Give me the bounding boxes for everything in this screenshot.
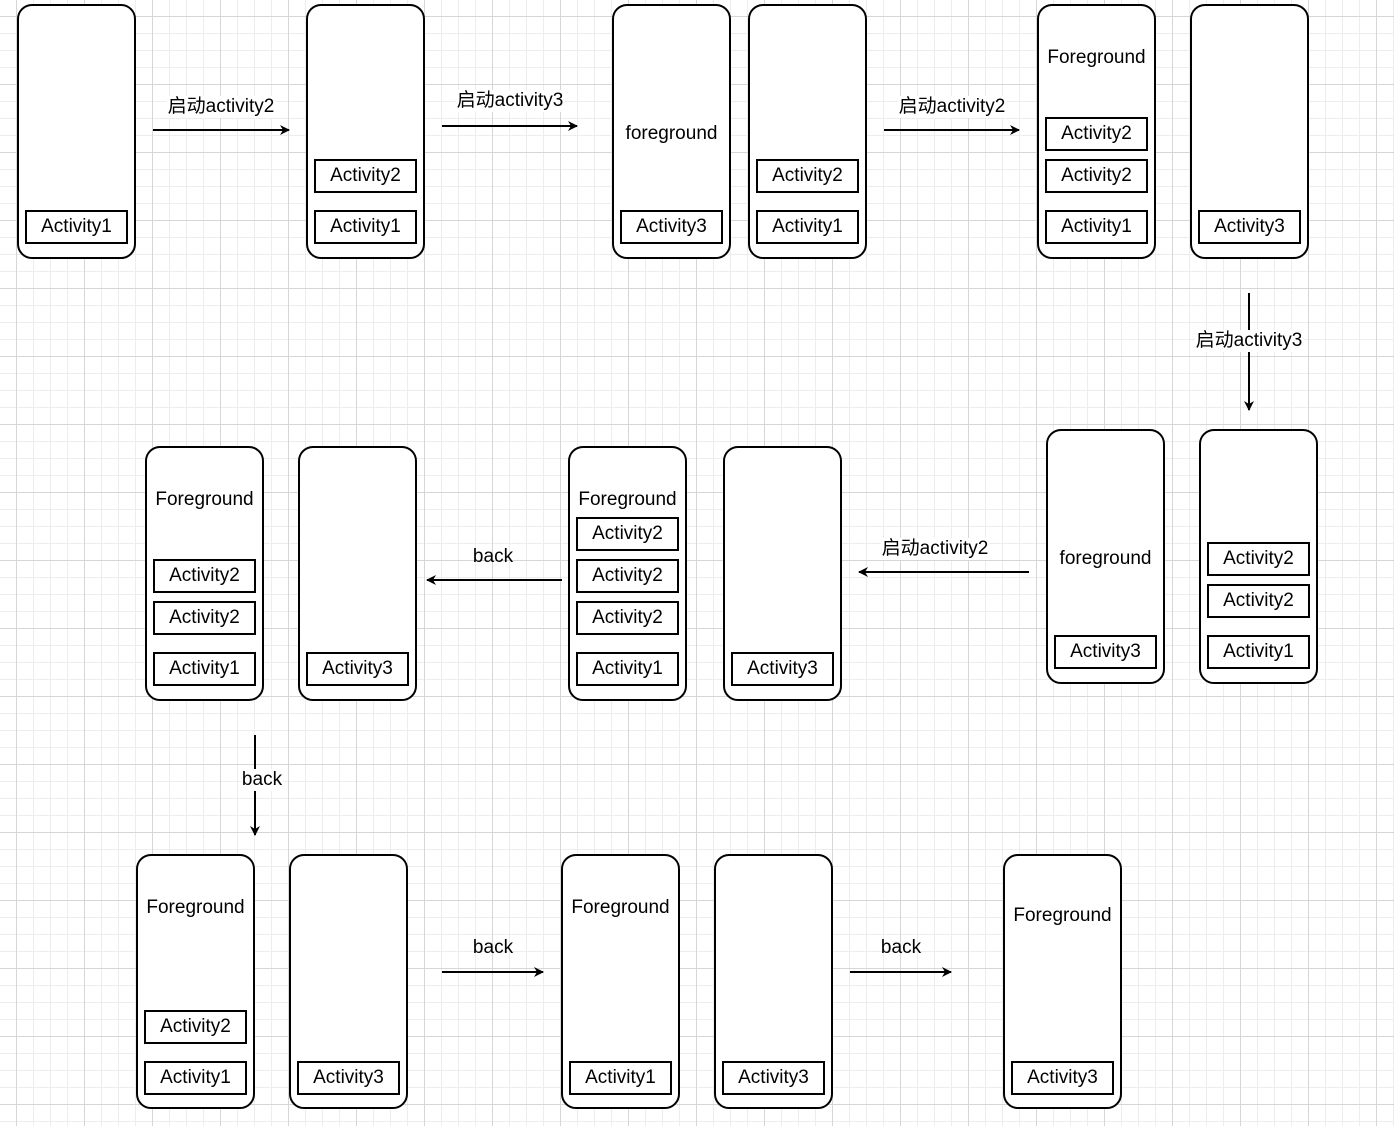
activity-box: Activity1 [569, 1061, 672, 1095]
activity-box: Activity1 [314, 210, 417, 244]
activity-box: Activity2 [1207, 584, 1310, 618]
task-stack-container: Activity3 [723, 446, 842, 701]
arrow-label: back [472, 937, 514, 958]
activity-box: Activity2 [576, 601, 679, 635]
stack-header: Foreground [1013, 905, 1112, 926]
activity-box: Activity2 [1207, 542, 1310, 576]
activity-box: Activity2 [153, 601, 256, 635]
stack-header: foreground [625, 123, 718, 144]
task-stack-container: Activity3 [714, 854, 833, 1109]
activity-box: Activity3 [1198, 210, 1301, 244]
task-stack-container: Activity1 [17, 4, 136, 259]
activity-box: Activity1 [153, 652, 256, 686]
arrow-label: back [240, 769, 284, 791]
arrow-label: back [472, 546, 514, 567]
activity-box: Activity2 [756, 159, 859, 193]
activity-box: Activity2 [1045, 117, 1148, 151]
activity-box: Activity3 [620, 210, 723, 244]
activity-box: Activity2 [576, 517, 679, 551]
arrow-label: 启动activity2 [880, 538, 990, 560]
task-stack-container: Activity3 [289, 854, 408, 1109]
activity-box: Activity2 [576, 559, 679, 593]
activity-box: Activity2 [153, 559, 256, 593]
activity-box: Activity1 [756, 210, 859, 244]
activity-box: Activity3 [297, 1061, 400, 1095]
arrow-label: 启动activity2 [897, 96, 1007, 118]
activity-box: Activity1 [576, 652, 679, 686]
activity-box: Activity1 [1045, 210, 1148, 244]
activity-box: Activity3 [722, 1061, 825, 1095]
activity-box: Activity2 [1045, 159, 1148, 193]
arrow-label: 启动activity3 [455, 90, 565, 112]
activity-box: Activity2 [314, 159, 417, 193]
activity-box: Activity2 [144, 1010, 247, 1044]
stack-header: Foreground [571, 897, 670, 918]
arrow-label: 启动activity3 [1194, 330, 1304, 352]
task-stack-container: Activity3 [298, 446, 417, 701]
arrow-label: back [880, 937, 922, 958]
activity-box: Activity3 [1011, 1061, 1114, 1095]
activity-box: Activity3 [1054, 635, 1157, 669]
stack-header: Foreground [155, 489, 254, 510]
stack-header: Foreground [578, 489, 677, 510]
task-stack-container: Activity3 [1190, 4, 1309, 259]
activity-box: Activity3 [731, 652, 834, 686]
activity-box: Activity1 [144, 1061, 247, 1095]
stack-header: Foreground [146, 897, 245, 918]
stack-header: foreground [1059, 548, 1152, 569]
activity-box: Activity3 [306, 652, 409, 686]
arrow-label: 启动activity2 [166, 96, 276, 118]
activity-box: Activity1 [25, 210, 128, 244]
activity-box: Activity1 [1207, 635, 1310, 669]
stack-header: Foreground [1047, 47, 1146, 68]
